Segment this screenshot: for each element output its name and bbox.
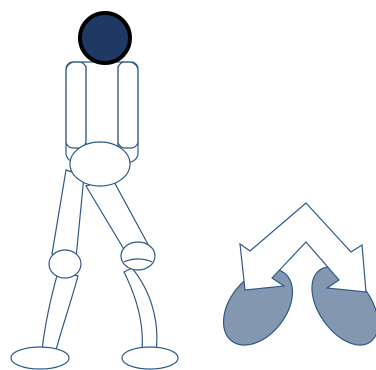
hip	[70, 142, 130, 186]
left-foot	[11, 347, 69, 369]
right-lower-leg	[124, 268, 157, 352]
left-lower-leg	[42, 272, 78, 350]
left-knee	[49, 250, 81, 278]
figure	[11, 62, 178, 369]
right-foot	[122, 347, 178, 369]
right-knee	[121, 242, 155, 270]
double-split-arrow-icon	[240, 203, 366, 292]
left-thigh	[52, 170, 84, 258]
head	[80, 13, 130, 63]
